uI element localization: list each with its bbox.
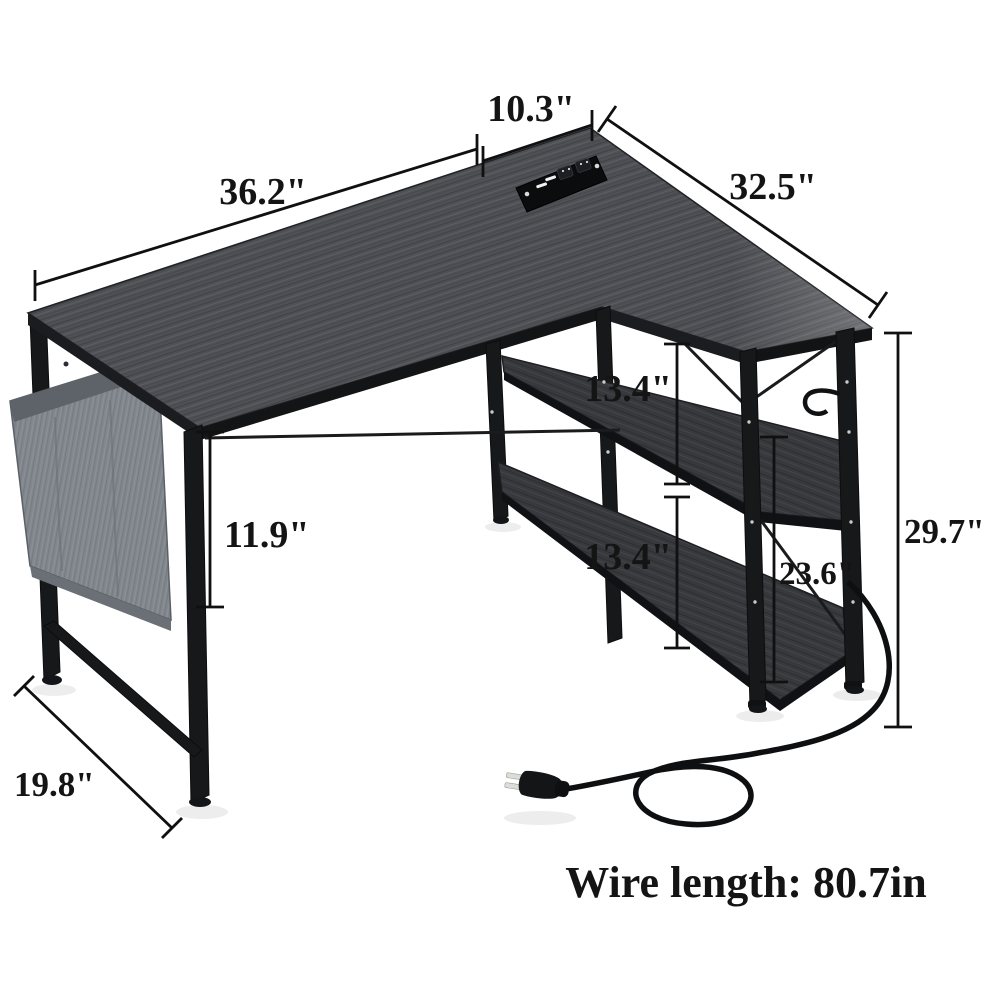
dim-32-5 [596,105,889,319]
dim-13-4-upper [664,342,690,486]
usb-ports [536,175,556,189]
floor-shadows [32,522,881,825]
front-support-rod [204,428,621,440]
post-screws [490,380,855,604]
shelf-unit [490,305,865,713]
headphone-hook-icon [802,388,841,416]
power-outlets [556,158,592,180]
dim-label-upper-shelf-gap: 13.4" [584,368,672,410]
dim-11-9 [196,430,224,609]
dim-label-lower-shelf-gap: 13.4" [584,536,672,578]
dim-23-6 [760,435,788,684]
shelf-left-post [595,305,623,644]
dim-13-4-lower [664,495,690,650]
power-strip [515,155,608,213]
shelf-front-post [739,347,767,713]
dim-10-3 [481,110,594,177]
power-plug-icon [504,770,570,799]
dim-label-return-length: 32.5" [729,166,817,208]
wire-length-caption: Wire length: 80.7in [565,858,926,907]
dim-label-shelf-tower-height: 23.6" [779,556,855,592]
dim-19-8 [13,675,183,839]
dim-29-7 [884,331,912,729]
shelf-right-post [835,327,865,694]
dim-label-desk-width: 36.2" [219,171,307,213]
desk-left-legs [43,424,621,807]
power-cord [504,579,892,828]
dim-36-2 [33,134,479,301]
dim-label-desk-depth: 19.8" [14,765,95,804]
dim-label-under-desk-clearance: 11.9" [224,514,310,556]
dim-label-overall-height: 29.7" [904,512,985,551]
upper-cross-braces [681,338,839,407]
dim-label-return-back-width: 10.3" [487,88,575,130]
